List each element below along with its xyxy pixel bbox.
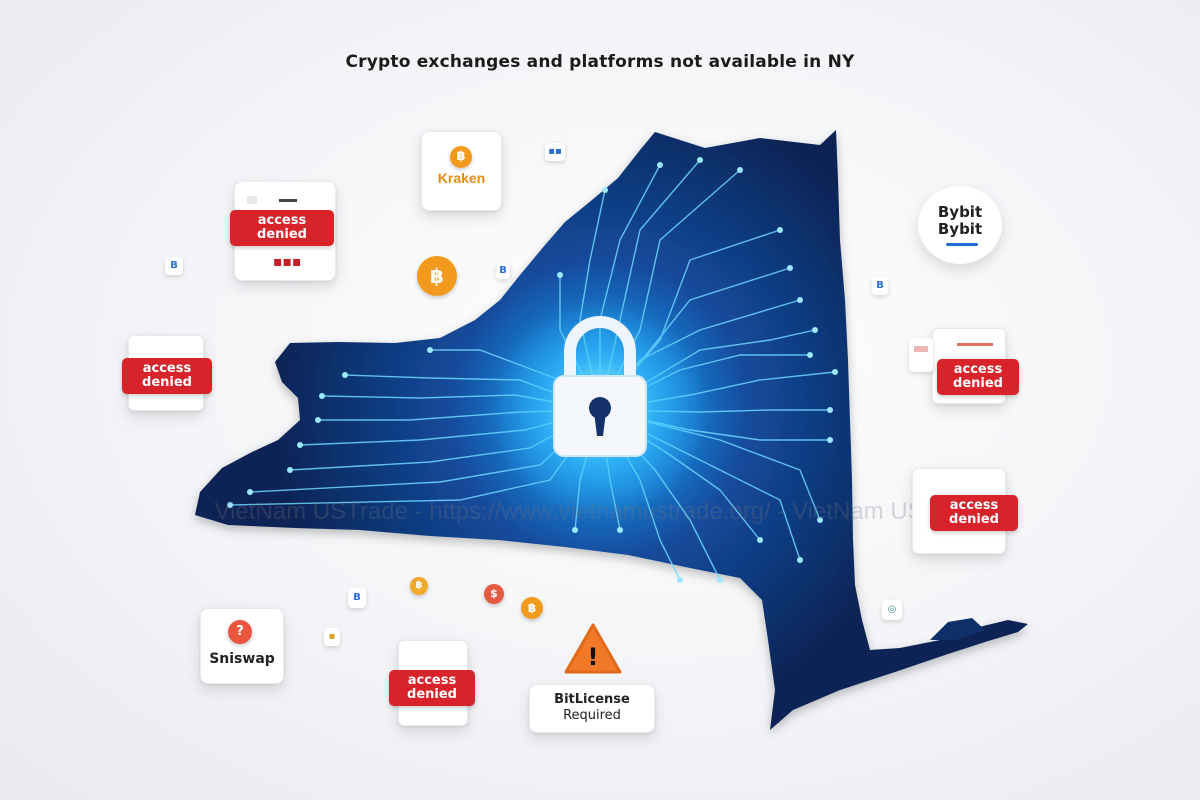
bitcoin-icon: ฿	[417, 256, 457, 296]
small-blue-chip-icon: B	[872, 277, 888, 295]
bitlicense-label: BitLicense	[554, 692, 630, 707]
page-title: Crypto exchanges and platforms not avail…	[345, 52, 855, 72]
bybit-underline	[946, 243, 978, 246]
bitcoin-icon: ฿	[521, 597, 543, 619]
small-chip-icon: ▪	[324, 628, 340, 646]
bitlicense-required-label: Required	[563, 708, 621, 723]
bitcoin-icon: ฿	[410, 577, 428, 595]
circuit-nodes	[227, 157, 838, 583]
dollar-coin-icon: $	[484, 584, 504, 604]
bybit-label-2: Bybit	[937, 220, 983, 238]
phone-mini-icon	[909, 338, 933, 372]
card-stripe	[957, 343, 993, 346]
card-dots: ▪▪▪	[273, 254, 302, 270]
sniswap-logo-icon: ?	[228, 620, 252, 644]
bybit-label-1: Bybit	[937, 203, 983, 221]
kraken-coin-icon: ฿	[450, 146, 472, 168]
svg-text:!: !	[588, 643, 599, 671]
card-window-bar	[279, 199, 297, 202]
bybit-badge[interactable]: Bybit Bybit	[918, 186, 1002, 264]
small-chip-icon: ◎	[882, 600, 902, 620]
card-window-bar	[247, 196, 257, 204]
padlock-icon	[553, 316, 647, 457]
small-chip-icon: ▪▪	[545, 143, 565, 161]
bitlicense-required-card: BitLicense Required	[529, 684, 655, 733]
sniswap-card[interactable]: ? Sniswap	[200, 608, 284, 684]
small-blue-chip-icon: B	[165, 257, 183, 275]
long-island-shape	[930, 618, 985, 640]
small-blue-chip-icon: B	[348, 588, 366, 608]
small-blue-chip-icon: B	[496, 263, 510, 279]
kraken-label: Kraken	[437, 170, 486, 186]
sniswap-label: Sniswap	[209, 651, 275, 667]
warning-triangle-icon: !	[564, 623, 622, 674]
kraken-card[interactable]: ฿ Kraken	[421, 131, 502, 211]
